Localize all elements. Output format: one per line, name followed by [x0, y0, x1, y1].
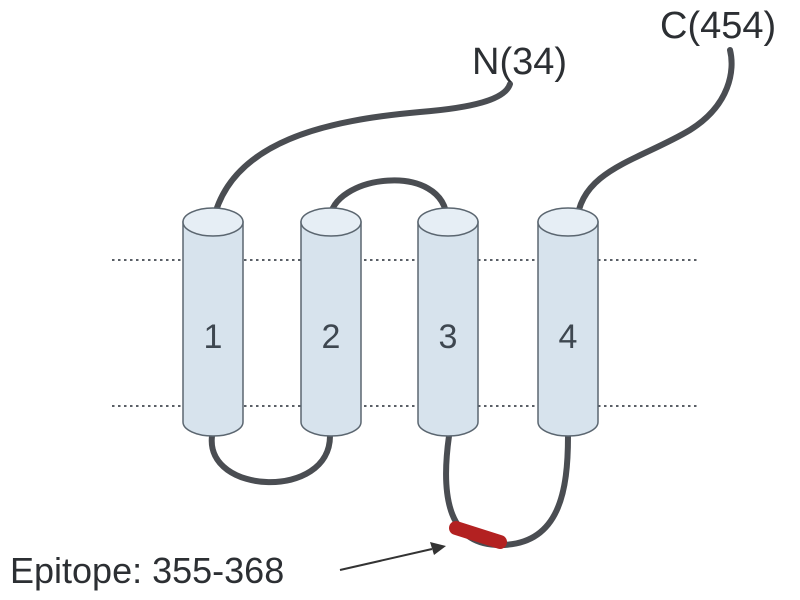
helix-4-number: 4	[559, 318, 578, 356]
n-terminus-label: N(34)	[472, 41, 567, 83]
helix-3: 3	[417, 207, 479, 437]
helix-4: 4	[537, 207, 599, 437]
helix-1: 1	[182, 207, 244, 437]
intracellular-loop-1-2	[208, 433, 333, 486]
c-terminus-label: C(454)	[660, 5, 776, 47]
extracellular-loop-2-3	[327, 177, 450, 223]
epitope-label: Epitope: 355-368	[10, 550, 284, 591]
epitope-arrow-head	[430, 542, 446, 555]
helix-2-number: 2	[322, 318, 341, 356]
epitope-marker	[449, 521, 507, 549]
c-terminal-tail	[574, 47, 735, 225]
epitope-arrow	[339, 548, 433, 571]
helix-3-number: 3	[439, 318, 458, 356]
n-terminal-tail	[210, 81, 513, 225]
helix-1-number: 1	[204, 318, 223, 356]
helix-2: 2	[300, 207, 362, 437]
